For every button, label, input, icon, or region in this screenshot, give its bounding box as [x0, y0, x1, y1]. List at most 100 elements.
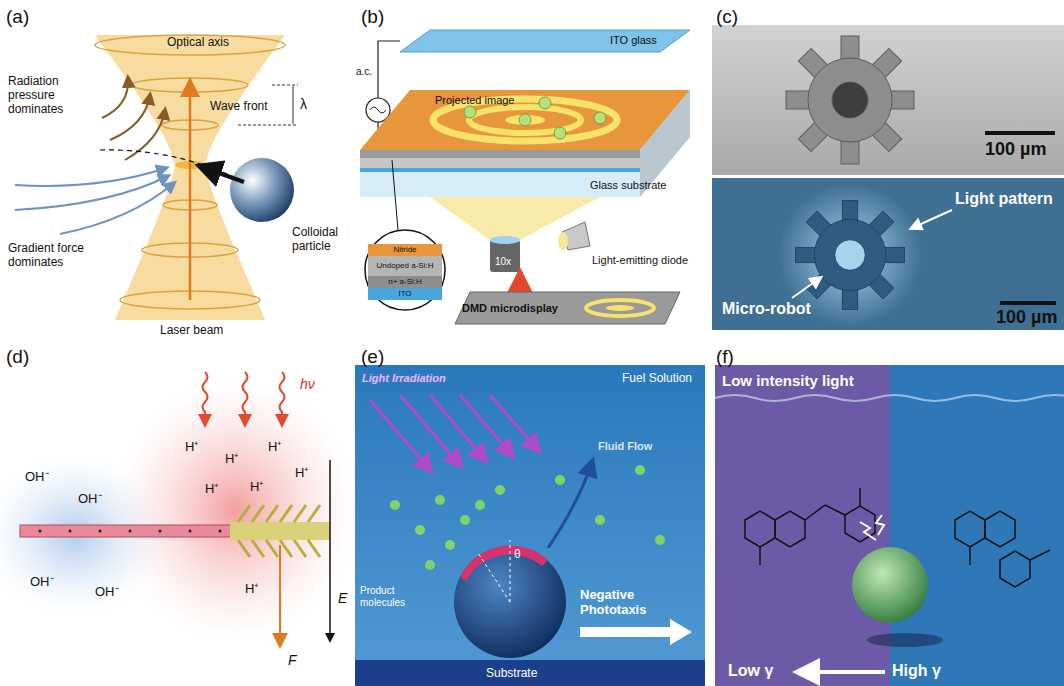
- phototaxis-illustration-part: [355, 660, 705, 686]
- phototaxis-illustration-part: [460, 545, 548, 581]
- photocatalytic-motor-illustration-part-part: [243, 372, 248, 424]
- phototaxis-illustration-part-part: [430, 395, 485, 460]
- photocatalytic-motor-illustration-part-part: [238, 505, 250, 522]
- optical-tweezers-illustration-part: [15, 168, 174, 234]
- phototaxis-illustration-part-part: [425, 560, 435, 570]
- phototaxis-illustration-part-part: [510, 540, 511, 602]
- optical-tweezers-illustration-part: [202, 167, 244, 182]
- phototaxis-illustration-part-part: [490, 395, 538, 450]
- figure-label: H⁺: [295, 466, 308, 481]
- photocatalytic-motor-illustration-part-part: [203, 372, 208, 424]
- figure-label: Glass substrate: [590, 179, 666, 192]
- phototaxis-illustration-part: [548, 462, 592, 548]
- photocatalytic-motor-illustration-part-part: [294, 540, 306, 557]
- optical-tweezers-illustration-part: [100, 150, 250, 185]
- optical-tweezers-illustration-part: [230, 158, 294, 222]
- photocatalytic-motor-illustration-part-part: [219, 530, 222, 533]
- photocatalytic-motor-illustration-part: [20, 525, 235, 537]
- optoelectronic-tweezers-illustration-part: [378, 41, 400, 98]
- layer-label: ITO: [398, 289, 411, 299]
- figure-label: DMD microdisplay: [462, 302, 558, 315]
- marangoni-illustration-part-part: [745, 511, 775, 547]
- marangoni-illustration: [715, 365, 1064, 686]
- optical-tweezers-illustration-part-part: [102, 78, 128, 118]
- marangoni-illustration-part-part: [1000, 551, 1030, 587]
- optoelectronic-tweezers-illustration-part-part: [539, 97, 551, 109]
- optical-tweezers-illustration-part-part: [15, 168, 166, 186]
- figure-label: λ: [300, 96, 307, 112]
- photocatalytic-motor-illustration-part-part: [266, 505, 278, 522]
- phototaxis-illustration-part-part: [635, 465, 645, 475]
- figure-label: OH⁻: [30, 575, 54, 590]
- photocatalytic-motor-illustration-part-part: [189, 530, 192, 533]
- figure-label: Fuel Solution: [622, 372, 692, 386]
- optoelectronic-tweezers-illustration-part: [360, 150, 640, 158]
- material-layer: n+ a-Si:H: [368, 276, 442, 288]
- micro-robot-images-part: [912, 210, 952, 228]
- optoelectronic-tweezers-illustration-part: [365, 230, 445, 310]
- marangoni-illustration-part: [867, 633, 943, 647]
- photocatalytic-motor-illustration-part-part: [159, 530, 162, 533]
- optoelectronic-tweezers-illustration-part: [370, 107, 386, 113]
- marangoni-illustration-part-part: [955, 511, 985, 547]
- figure-label: Projected image: [435, 94, 515, 107]
- photocatalytic-motor-illustration-part-part: [238, 540, 250, 557]
- figure-label: a.c.: [356, 66, 372, 78]
- figure-panel: (f): [710, 340, 1064, 686]
- figure-label: hν: [300, 376, 315, 392]
- figure-label: H⁺: [185, 440, 198, 455]
- photocatalytic-motor-illustration-part-part: [280, 505, 292, 522]
- photocatalytic-motor-illustration-part: [329, 460, 331, 640]
- figure-panel: (d): [0, 340, 350, 686]
- phototaxis-illustration-part-part: [400, 395, 460, 465]
- marangoni-illustration-part-part: [1030, 550, 1050, 560]
- figure-label: Substrate: [486, 667, 537, 681]
- photocatalytic-motor-illustration-part-part: [294, 505, 306, 522]
- optical-tweezers-illustration-part-part: [272, 85, 298, 86]
- marangoni-illustration-part-part: [876, 515, 884, 535]
- figure-label: F: [288, 652, 297, 668]
- optical-tweezers-illustration-part-part: [110, 95, 150, 140]
- marangoni-illustration-part: [715, 395, 1064, 401]
- marangoni-illustration-part-part: [805, 505, 825, 520]
- optical-tweezers-illustration-part-part: [60, 183, 174, 234]
- phototaxis-illustration-part: [370, 395, 538, 470]
- phototaxis-illustration-part-part: [495, 485, 505, 495]
- optoelectronic-tweezers-illustration-part: [586, 300, 654, 316]
- optoelectronic-tweezers-illustration-part: [490, 240, 520, 272]
- phototaxis-illustration-part-part: [370, 400, 430, 470]
- figure-label: Gradient force dominates: [8, 242, 100, 270]
- phototaxis-illustration-part-part: [445, 540, 455, 550]
- phototaxis-illustration-part-part: [555, 475, 565, 485]
- figure-label: H⁺: [205, 482, 218, 497]
- phototaxis-illustration-part-part: [655, 535, 665, 545]
- figure-label: Laser beam: [160, 324, 223, 338]
- figure-label: 10x: [495, 256, 511, 268]
- optoelectronic-tweezers-illustration-part: [505, 115, 545, 125]
- panel-letter: (d): [6, 346, 29, 368]
- photocatalytic-motor-illustration-part-part: [308, 540, 320, 557]
- optoelectronic-tweezers-illustration-part-part: [519, 114, 531, 126]
- figure-label: Colloidal particle: [292, 226, 344, 254]
- figure-label: Low γ: [728, 662, 773, 680]
- optoelectronic-tweezers-illustration-part: [360, 90, 690, 150]
- optical-tweezers-illustration-part: [102, 78, 165, 160]
- phototaxis-illustration-part-part: [435, 495, 445, 505]
- micro-robot-images-part: [786, 36, 914, 164]
- micro-robot-images: [712, 25, 1064, 330]
- marangoni-illustration-part-part: [860, 522, 876, 540]
- marangoni-illustration-part: [860, 515, 884, 540]
- figure-label: OH⁻: [78, 492, 102, 507]
- optoelectronic-tweezers-illustration-part: [455, 292, 680, 324]
- photocatalytic-motor-illustration-part-part: [266, 540, 278, 557]
- figure-label: OH⁻: [25, 470, 49, 485]
- figure-label: H⁺: [268, 440, 281, 455]
- optoelectronic-tweezers-illustration: [360, 30, 690, 324]
- figure-label: High γ: [892, 662, 941, 680]
- figure-label: H⁺: [245, 582, 258, 597]
- layer-label: n+ a-Si:H: [388, 277, 422, 287]
- figure-label: θ: [514, 548, 521, 562]
- figure-label: Fluid Flow: [598, 440, 652, 453]
- figure-label: Product molecules: [360, 585, 420, 608]
